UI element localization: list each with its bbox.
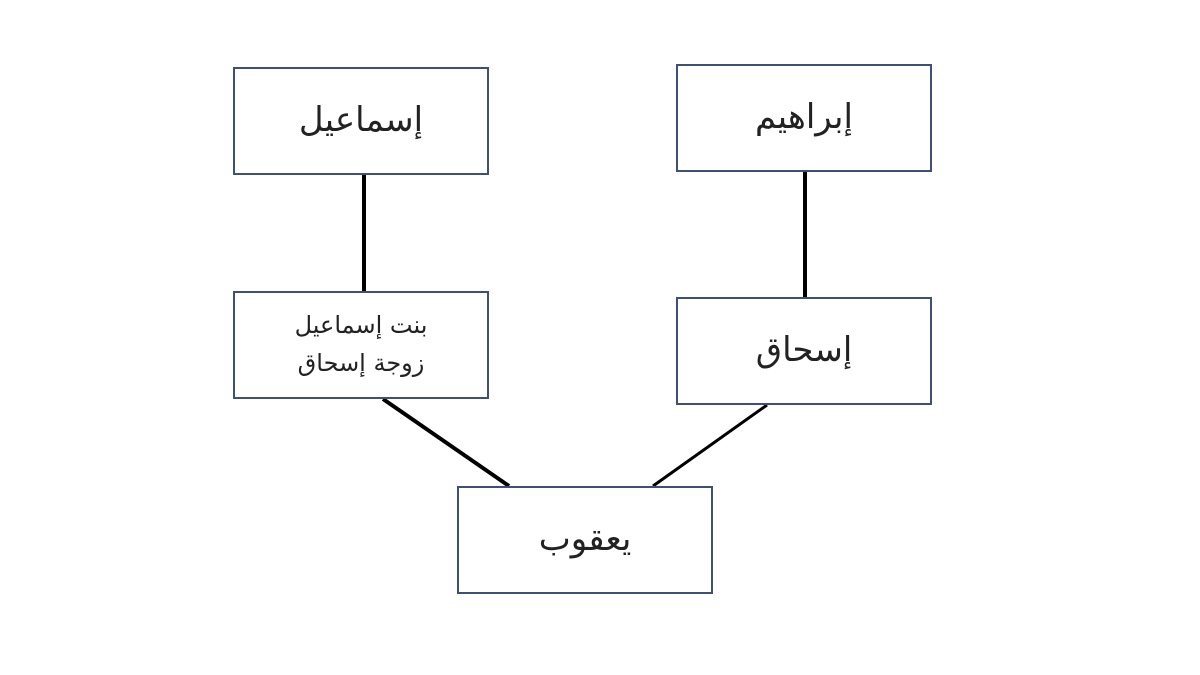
ismail-node: إسماعيل xyxy=(233,67,489,175)
daughter-label-line-1: بنت إسماعيل xyxy=(294,311,428,340)
isaac-to-jacob-line xyxy=(652,403,768,488)
isaac-node: إسحاق xyxy=(676,297,932,405)
daughter-of-ismail-node: بنت إسماعيل زوجة إسحاق xyxy=(233,291,489,399)
ismail-label: إسماعيل xyxy=(298,100,424,141)
jacob-label: يعقوب xyxy=(538,519,632,560)
daughter-label-line-2: زوجة إسحاق xyxy=(297,349,425,377)
jacob-node: يعقوب xyxy=(457,486,713,594)
daughter-to-jacob-line xyxy=(381,397,511,488)
ibrahim-label: إبراهيم xyxy=(755,97,853,138)
isaac-label: إسحاق xyxy=(755,330,853,371)
ibrahim-node: إبراهيم xyxy=(676,64,932,172)
